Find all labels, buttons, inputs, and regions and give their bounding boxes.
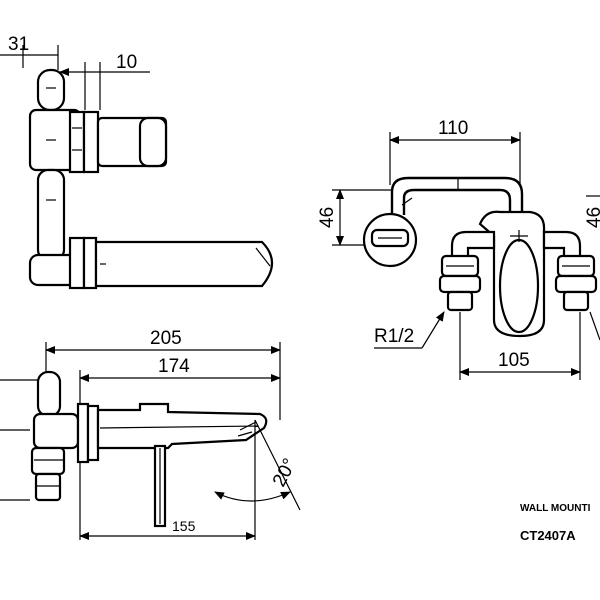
dim-label-110: 110 [438, 118, 468, 139]
top-pipe [390, 176, 524, 215]
dim-label-r12: R1/2 [374, 326, 414, 347]
top-spout [96, 402, 268, 450]
dim-label-angle: 20° [269, 455, 301, 490]
dim-label-105: 105 [498, 350, 530, 371]
dim-label-46-right: 46 [584, 207, 600, 228]
angle-arc [214, 491, 291, 502]
front-view: 110 46 46 [317, 118, 600, 380]
side-spout [94, 240, 274, 288]
caption-model: CT2407A [520, 528, 576, 543]
dim-label-46-left: 46 [317, 207, 338, 228]
top-view: 205 174 20° 155 [0, 328, 301, 540]
dim-label-155: 155 [172, 518, 196, 534]
side-view: 31 10 [0, 34, 274, 290]
dim-label-174: 174 [158, 356, 190, 377]
dim-label-205: 205 [150, 328, 182, 349]
dim-label-10: 10 [116, 52, 137, 73]
dim-label-31: 31 [8, 34, 29, 55]
caption-mount: WALL MOUNTI [520, 503, 591, 514]
